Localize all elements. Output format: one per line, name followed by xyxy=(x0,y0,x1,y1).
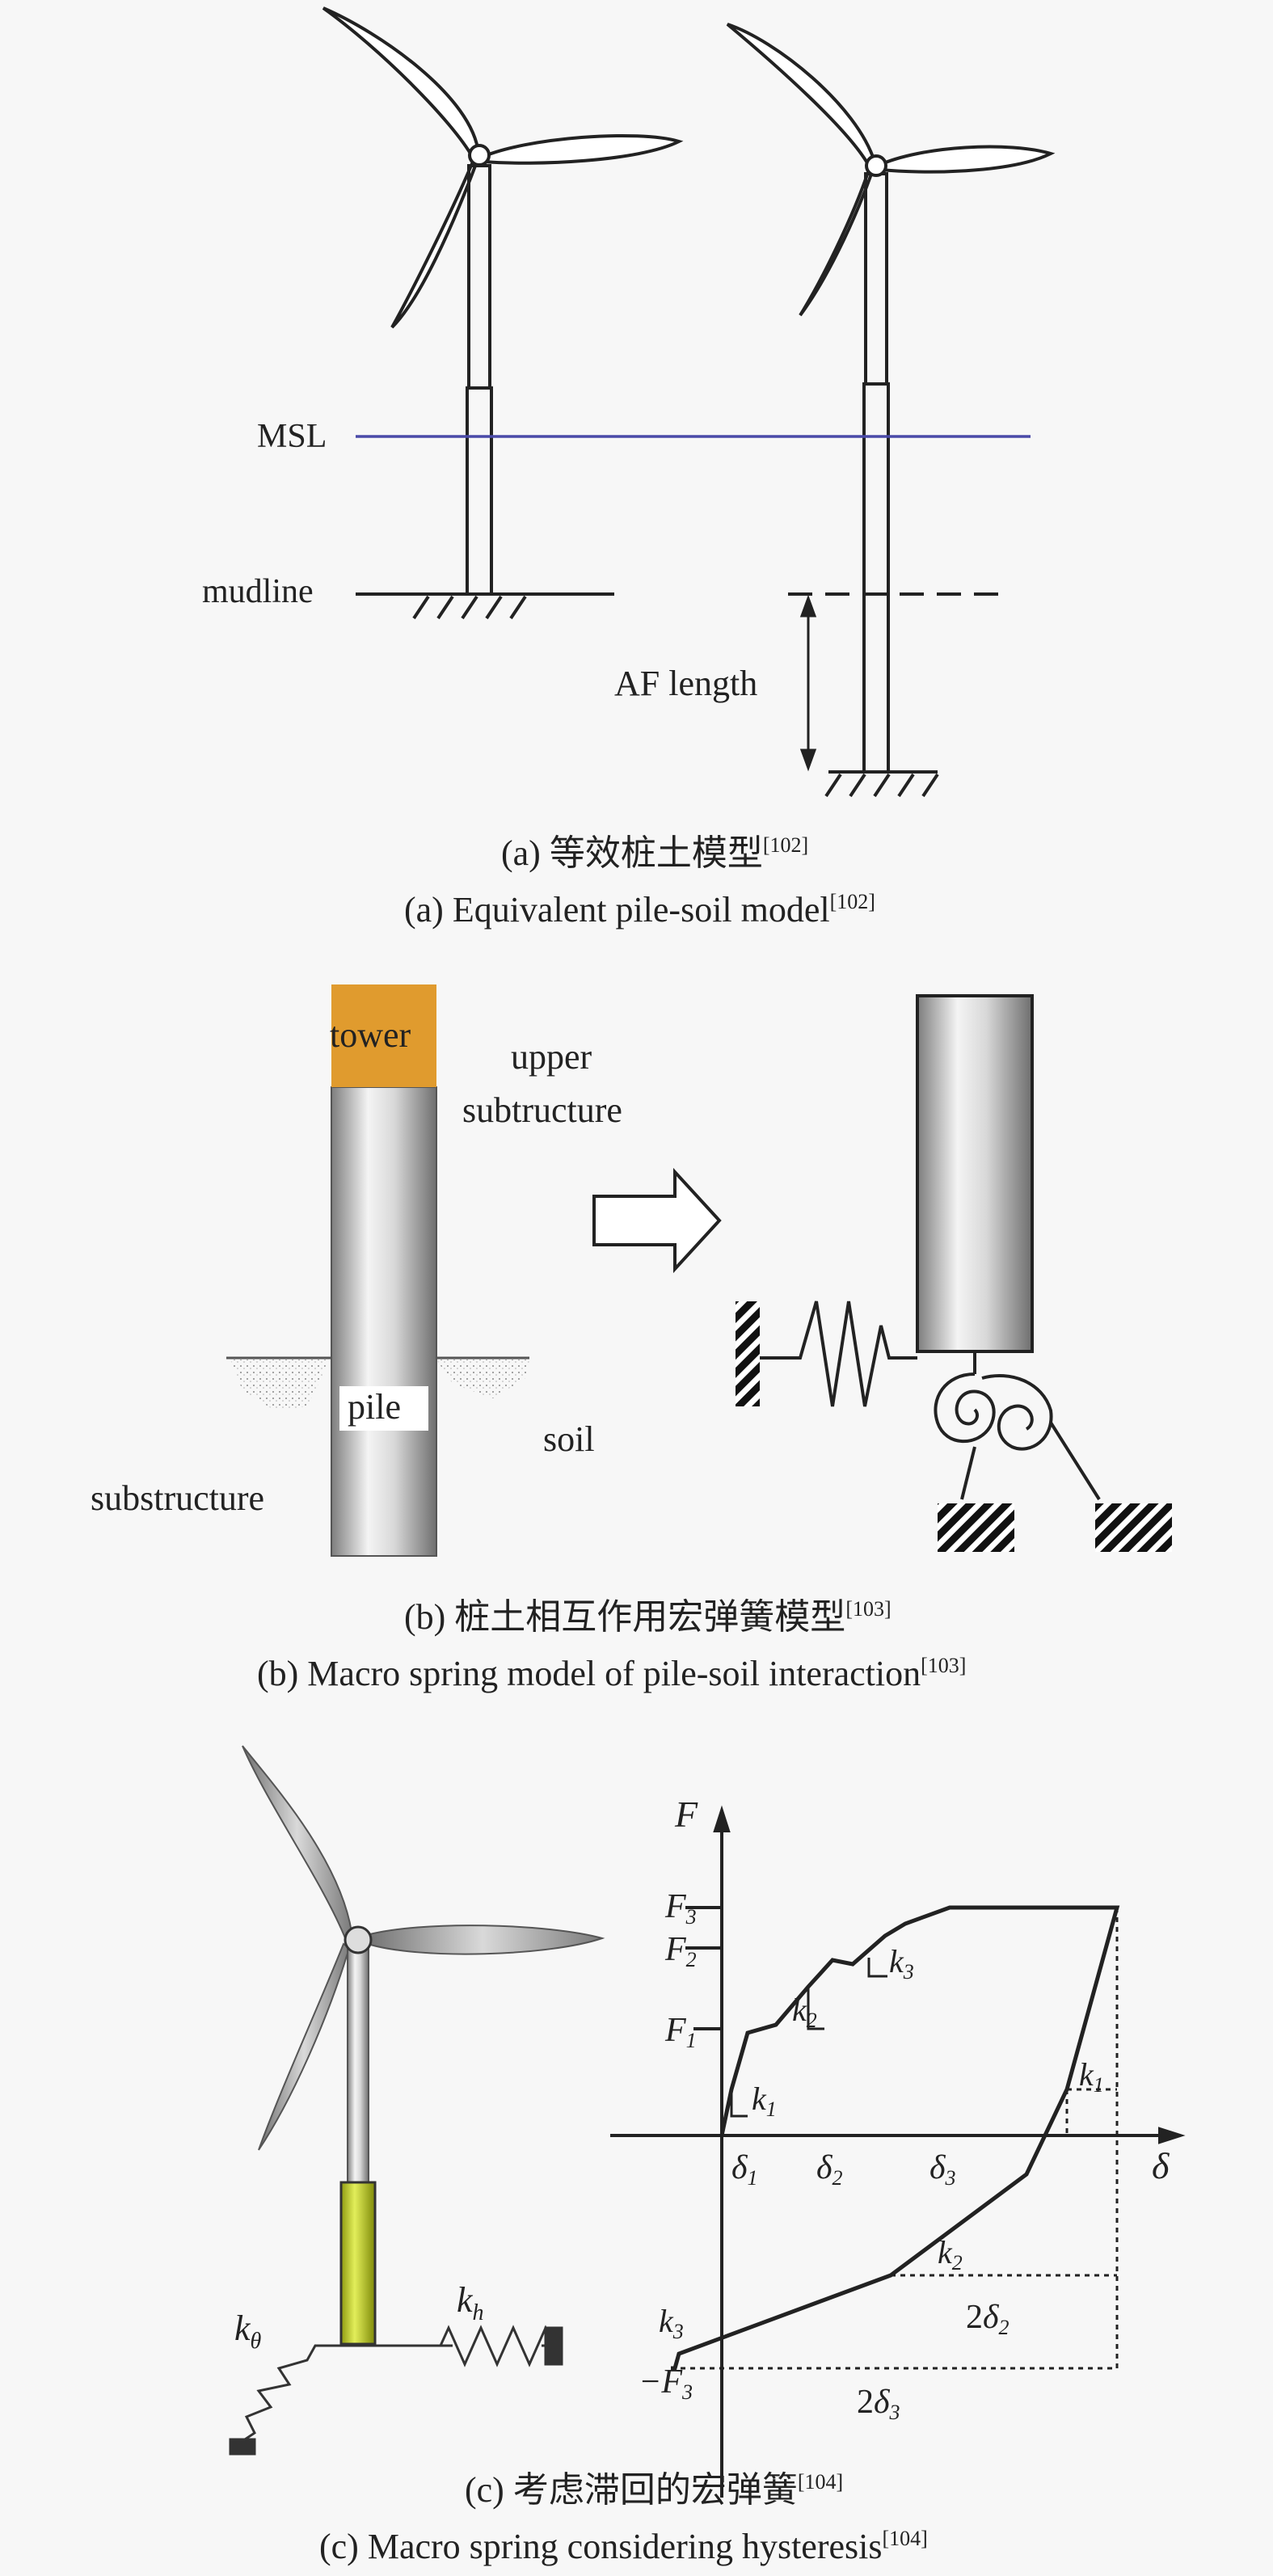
panel-b: tower pile upper subtructure soil substr… xyxy=(91,984,1172,1693)
f3-label: F3 xyxy=(664,1888,697,1929)
caption-c-cn: (c) 考虑滞回的宏弹簧[104] xyxy=(465,2470,843,2510)
rotational-base-right xyxy=(1095,1503,1172,1552)
tower-block xyxy=(331,984,436,1087)
caption-c-en: (c) Macro spring considering hysteresis[… xyxy=(319,2527,928,2566)
panel-a: MSL mudline AF length (a) 等效桩土模型[102] (a… xyxy=(202,6,1056,930)
caption-b-cn: (b) 桩土相互作用宏弹簧模型[103] xyxy=(404,1597,892,1637)
k1-label: k1 xyxy=(752,2081,777,2121)
fixed-base-hatch xyxy=(824,773,939,798)
k-theta-spring-icon xyxy=(229,2344,344,2456)
caption-a-cn: (a) 等效桩土模型[102] xyxy=(501,833,808,873)
delta3-label: δ3 xyxy=(929,2149,956,2190)
f2-label: F2 xyxy=(664,1931,697,1971)
k2-right-label: k2 xyxy=(938,2234,963,2275)
f1-label: F1 xyxy=(664,2012,697,2052)
panel-c: kθ kh F δ xyxy=(229,1745,1186,2566)
macro-column xyxy=(916,994,1034,1353)
substructure-label: substructure xyxy=(91,1478,264,1518)
k-h-spring-icon xyxy=(428,2325,563,2367)
rotational-spring-icon xyxy=(934,1351,1101,1501)
transform-arrow-icon xyxy=(592,1167,722,1274)
af-length-label: AF length xyxy=(614,664,757,703)
pile-column xyxy=(331,1086,437,1557)
pile-label: pile xyxy=(348,1387,401,1427)
two-delta3-label: 2δ3 xyxy=(857,2384,900,2424)
k-h-label: kh xyxy=(457,2280,484,2325)
neg-f3-label: −F3 xyxy=(639,2363,693,2404)
pile-label-box xyxy=(339,1386,428,1431)
caption-b-en: (b) Macro spring model of pile-soil inte… xyxy=(257,1654,966,1693)
upper-label-line1: upper xyxy=(511,1037,592,1077)
soil-label: soil xyxy=(543,1419,595,1459)
caption-a-en: (a) Equivalent pile-soil model[102] xyxy=(404,890,875,930)
hysteresis-loop xyxy=(671,1905,1120,2371)
af-dimension-arrow xyxy=(799,594,817,772)
turbine-c xyxy=(242,1745,605,2347)
k1-right-label: k1 xyxy=(1079,2056,1104,2097)
delta1-label: δ1 xyxy=(731,2149,758,2190)
k-theta-label: kθ xyxy=(234,2308,262,2354)
k3-left-label: k3 xyxy=(659,2303,684,2343)
horizontal-spring-wall xyxy=(736,1301,760,1406)
delta2-label: δ2 xyxy=(816,2149,843,2190)
tower-label: tower xyxy=(330,1015,411,1055)
hysteresis-guides xyxy=(671,1908,1119,2370)
k2-label: k2 xyxy=(792,1992,817,2032)
horizontal-spring-icon xyxy=(760,1301,917,1407)
two-delta2-label: 2δ2 xyxy=(966,2299,1010,2339)
mudline-hatch xyxy=(412,595,527,620)
rotational-base-left xyxy=(938,1503,1014,1552)
axis-delta-label: δ xyxy=(1152,2145,1170,2186)
mudline-label: mudline xyxy=(202,573,314,610)
upper-label-line2: subtructure xyxy=(462,1090,622,1130)
stiffness-markers xyxy=(730,1958,887,2118)
hysteresis-axes xyxy=(610,1805,1186,2498)
k3-label: k3 xyxy=(889,1943,914,1984)
msl-label: MSL xyxy=(257,418,327,455)
turbine-right xyxy=(726,23,1056,774)
axis-f-label: F xyxy=(674,1794,698,1835)
turbine-left xyxy=(322,6,684,596)
